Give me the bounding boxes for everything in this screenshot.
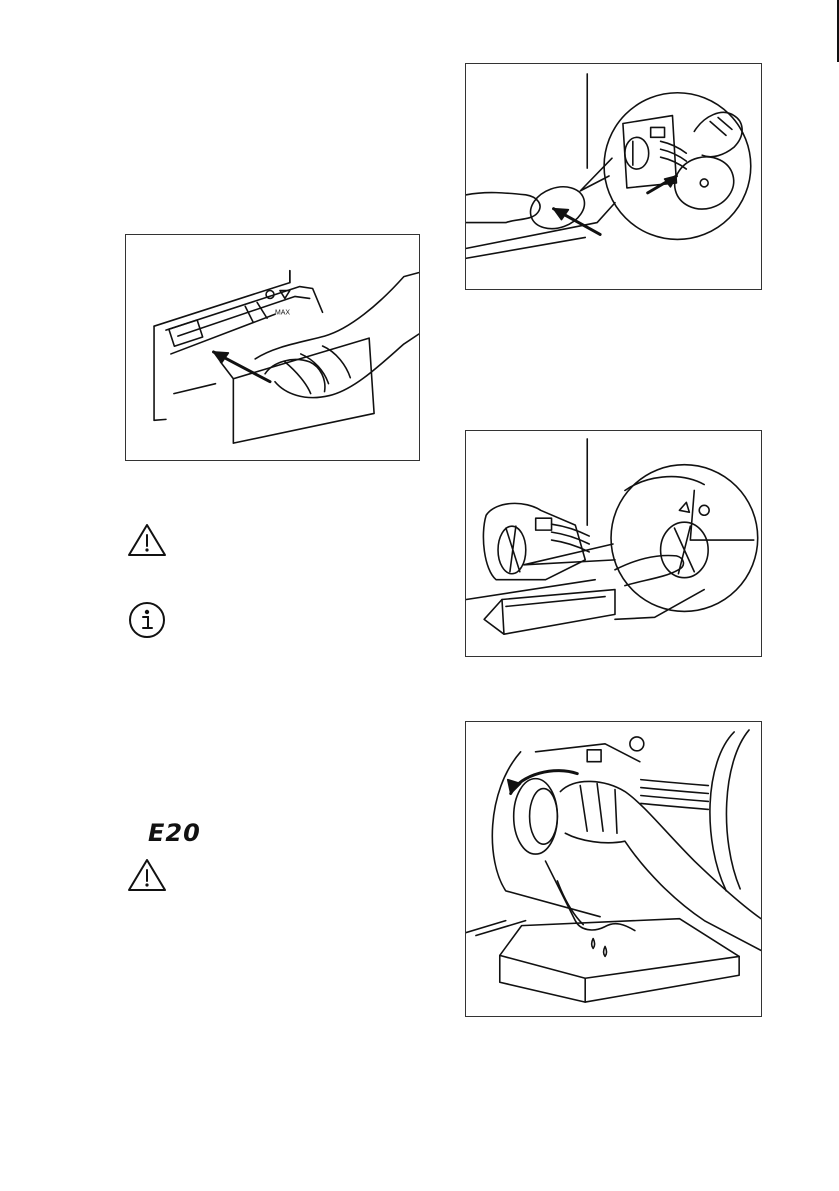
detergent-dispenser-illustration: MAX <box>125 234 420 461</box>
filter-drain-illustration <box>465 721 762 1017</box>
drain-tray-illustration <box>465 430 762 657</box>
warning-triangle-icon <box>127 522 167 558</box>
warning-triangle-icon <box>127 857 167 893</box>
svg-text:MAX: MAX <box>275 309 290 316</box>
error-code-display: E20 <box>148 819 201 847</box>
info-icon <box>128 601 166 639</box>
filter-cover-illustration <box>465 63 762 290</box>
